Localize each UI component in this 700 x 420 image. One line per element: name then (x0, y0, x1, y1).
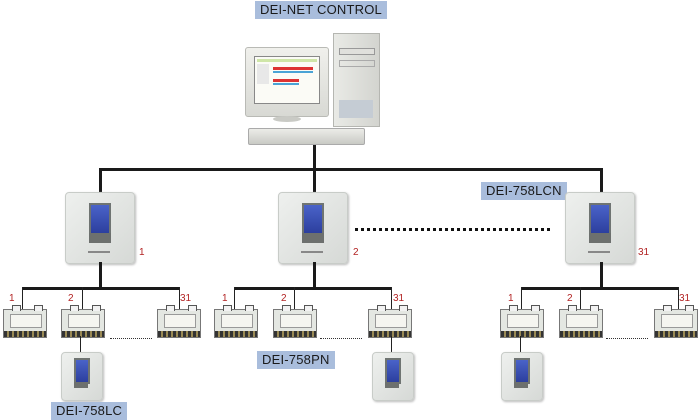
network-controller-2 (278, 192, 348, 264)
bus-drop-2 (313, 168, 316, 192)
monitor-stand (273, 116, 301, 122)
sub-node-number: 31 (393, 293, 405, 304)
pc-tower (333, 33, 380, 127)
local-controller (501, 352, 543, 401)
monitor-screen (254, 56, 320, 104)
sub-bus-2 (234, 287, 392, 290)
panel-controller (157, 305, 201, 338)
ellipsis-dots (110, 338, 152, 339)
ellipsis-dots (606, 338, 648, 339)
node-number-1: 1 (139, 247, 145, 258)
panel-controller (3, 305, 47, 338)
diagram-title: DEI-NET CONTROL (255, 1, 387, 19)
sub-bus-31 (521, 287, 679, 290)
sub-drop-1 (99, 262, 102, 289)
sub-node-number: 2 (567, 293, 573, 304)
panel-controller (273, 305, 317, 338)
label-panel-controller: DEI-758PN (257, 351, 335, 369)
node-number-31: 31 (638, 247, 650, 258)
pc-drop-line (313, 145, 316, 170)
sub-node-number: 1 (9, 293, 15, 304)
bus-drop-31 (600, 168, 603, 192)
sub-node-number: 2 (68, 293, 74, 304)
network-controller-1 (65, 192, 135, 264)
local-controller (372, 352, 414, 401)
ellipsis-dots (320, 338, 362, 339)
sub-node-number: 31 (679, 293, 691, 304)
network-controller-31 (565, 192, 635, 264)
ellipsis-dots-level1 (355, 228, 550, 231)
sub-bus-1 (22, 287, 180, 290)
panel-controller (61, 305, 105, 338)
sub-drop-2 (313, 262, 316, 289)
panel-controller (559, 305, 603, 338)
label-local-controller: DEI-758LC (51, 402, 128, 420)
pc-workstation (245, 30, 385, 155)
monitor (245, 47, 329, 117)
label-network-controller: DEI-758LCN (481, 182, 567, 200)
keyboard (248, 128, 365, 145)
panel-controller (214, 305, 258, 338)
sub-node-number: 31 (180, 293, 192, 304)
panel-controller (368, 305, 412, 338)
local-controller (61, 352, 103, 401)
sub-drop-31 (600, 262, 603, 289)
main-bus-line (99, 168, 603, 171)
panel-controller (500, 305, 544, 338)
node-number-2: 2 (353, 247, 359, 258)
sub-node-number: 1 (508, 293, 514, 304)
sub-node-number: 2 (281, 293, 287, 304)
panel-controller (654, 305, 698, 338)
bus-drop-1 (99, 168, 102, 192)
sub-node-number: 1 (222, 293, 228, 304)
